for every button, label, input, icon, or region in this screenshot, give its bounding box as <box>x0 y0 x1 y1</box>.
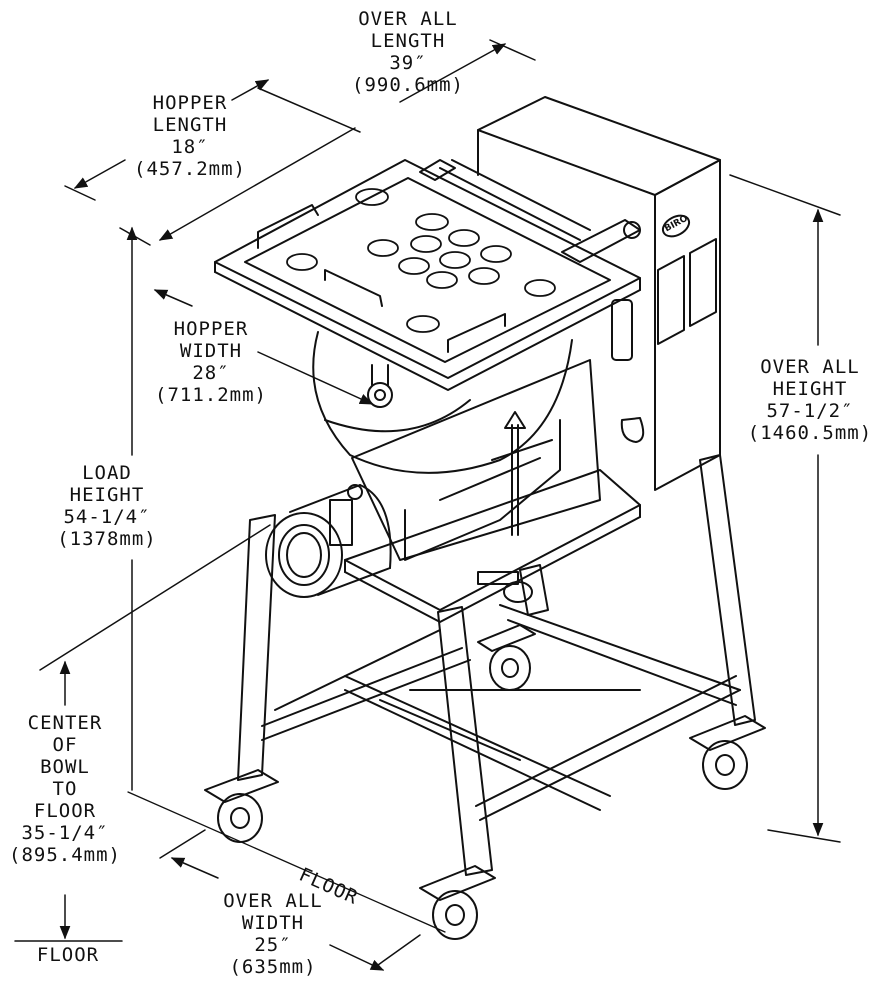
overall-length-extension-right <box>489 39 536 61</box>
hopper-width-label-line1: HOPPER <box>173 318 249 340</box>
mixing-bowl <box>312 331 573 474</box>
casters <box>204 624 766 940</box>
hopper-width-metric: (711.2mm) <box>155 384 267 406</box>
center-of-bowl-imperial: 35-1/4″ <box>21 822 109 844</box>
hopper-length-imperial: 18″ <box>171 136 209 158</box>
hopper-lid-inner <box>244 177 611 363</box>
overall-width-dim-line-b <box>329 944 385 971</box>
overall-height-label-line1: OVER ALL <box>760 356 860 378</box>
center-of-bowl-metric: (895.4mm) <box>9 844 121 866</box>
overall-length-label: OVER ALL LENGTH 39″ (990.6mm) <box>333 8 483 96</box>
hopper-length-dim-line-b <box>231 79 270 101</box>
overall-width-label-line1: OVER ALL <box>223 890 323 912</box>
overall-length-extension-left <box>119 227 151 246</box>
brand-badge-oval <box>661 214 691 238</box>
load-height-label-line1: LOAD <box>82 462 132 484</box>
overall-width-extension-left <box>159 829 206 859</box>
lid-handles <box>257 204 506 353</box>
overall-length-imperial: 39″ <box>389 52 427 74</box>
dimension-lines <box>14 39 841 971</box>
hopper-width-label-line2: WIDTH <box>179 340 243 362</box>
control-panel-right <box>689 238 717 327</box>
hopper-length-label-line1: HOPPER <box>152 92 228 114</box>
hopper-width-leader <box>257 351 374 405</box>
overall-height-imperial: 57-1/2″ <box>766 400 854 422</box>
hopper-width-label: HOPPER WIDTH 28″ (711.2mm) <box>136 318 286 406</box>
overall-height-metric: (1460.5mm) <box>747 422 873 444</box>
center-of-bowl-line4: TO <box>52 778 78 800</box>
load-height-imperial: 54-1/4″ <box>63 506 151 528</box>
overall-width-extension-right <box>377 934 421 966</box>
overall-width-metric: (635mm) <box>229 956 317 978</box>
load-height-metric: (1378mm) <box>57 528 157 550</box>
overall-length-label-line1: OVER ALL <box>358 8 458 30</box>
overall-width-dim-line-a <box>170 857 219 879</box>
center-of-bowl-line2: OF <box>52 734 78 756</box>
load-height-label-line2: HEIGHT <box>69 484 145 506</box>
floor-diagonal-line <box>127 791 446 933</box>
center-of-bowl-line5: FLOOR <box>33 800 97 822</box>
front-frame <box>351 359 601 561</box>
center-of-bowl-label: CENTER OF BOWL TO FLOOR 35-1/4″ (895.4mm… <box>5 712 125 866</box>
center-of-bowl-line3: BOWL <box>40 756 90 778</box>
overall-height-label-line2: HEIGHT <box>772 378 848 400</box>
lid-holes <box>286 188 556 333</box>
motor-housing-right-face <box>654 159 721 491</box>
center-of-bowl-line1: CENTER <box>27 712 103 734</box>
grinder-head <box>265 484 392 598</box>
overall-width-imperial: 25″ <box>254 934 292 956</box>
lid-hinge <box>419 159 641 263</box>
hopper-length-extension-right <box>257 87 361 133</box>
load-height-label: LOAD HEIGHT 54-1/4″ (1378mm) <box>42 462 172 550</box>
hopper-length-extension-left <box>64 185 96 201</box>
overall-length-dim-line-b <box>399 43 507 103</box>
stand-legs <box>237 454 756 876</box>
hopper-width-imperial: 28″ <box>192 362 230 384</box>
hopper-length-dim-line-a <box>73 159 126 189</box>
overall-length-metric: (990.6mm) <box>352 74 464 96</box>
center-bowl-extension <box>39 524 271 671</box>
hopper-length-label: HOPPER LENGTH 18″ (457.2mm) <box>115 92 265 180</box>
overall-height-label: OVER ALL HEIGHT 57-1/2″ (1460.5mm) <box>740 356 880 444</box>
floor-label: FLOOR <box>36 944 100 966</box>
housing-handle <box>620 417 645 443</box>
control-panel-left <box>657 255 685 345</box>
overall-width-label: OVER ALL WIDTH 25″ (635mm) <box>198 890 348 978</box>
overall-height-extension-bottom <box>767 829 841 843</box>
bowl-knob <box>367 382 393 408</box>
overall-height-extension-top <box>729 174 841 216</box>
machine-body <box>204 96 766 940</box>
overall-length-dim-line-a <box>158 127 356 241</box>
hopper-width-leader-top <box>153 289 193 307</box>
hopper-length-label-line2: LENGTH <box>152 114 228 136</box>
overall-width-label-line2: WIDTH <box>241 912 305 934</box>
hopper-length-metric: (457.2mm) <box>134 158 246 180</box>
overall-length-label-line2: LENGTH <box>370 30 446 52</box>
